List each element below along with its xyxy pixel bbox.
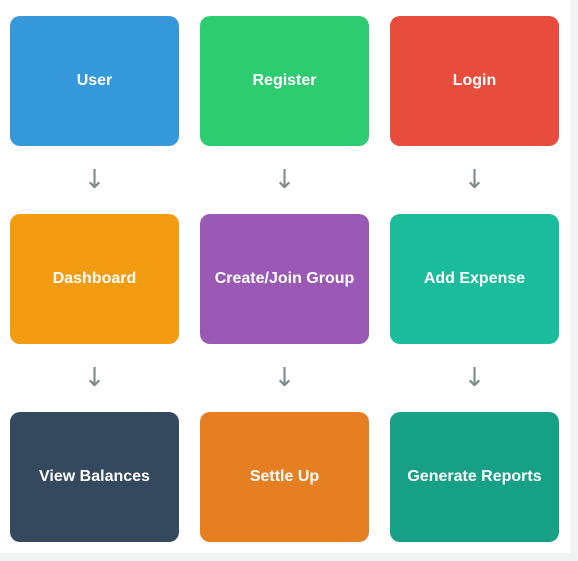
arrow-down-icon: ↓ [463, 363, 486, 393]
node-add-expense[interactable]: Add Expense [390, 214, 559, 344]
arrow-down-icon: ↓ [83, 165, 106, 195]
arrow-down-icon: ↓ [463, 165, 486, 195]
node-settle-up[interactable]: Settle Up [200, 412, 369, 542]
node-generate-reports[interactable]: Generate Reports [390, 412, 559, 542]
node-user[interactable]: User [10, 16, 179, 146]
flow-grid: User Register Login ↓ ↓ ↓ Dashboard Crea… [10, 16, 559, 542]
arrow-down-icon: ↓ [273, 165, 296, 195]
node-dashboard[interactable]: Dashboard [10, 214, 179, 344]
arrow-down-icon: ↓ [83, 363, 106, 393]
arrow-down-icon: ↓ [273, 363, 296, 393]
node-create-join-group[interactable]: Create/Join Group [200, 214, 369, 344]
frame-edge-right [570, 0, 578, 561]
node-view-balances[interactable]: View Balances [10, 412, 179, 542]
node-register[interactable]: Register [200, 16, 369, 146]
frame-edge-bottom [0, 553, 578, 561]
node-login[interactable]: Login [390, 16, 559, 146]
